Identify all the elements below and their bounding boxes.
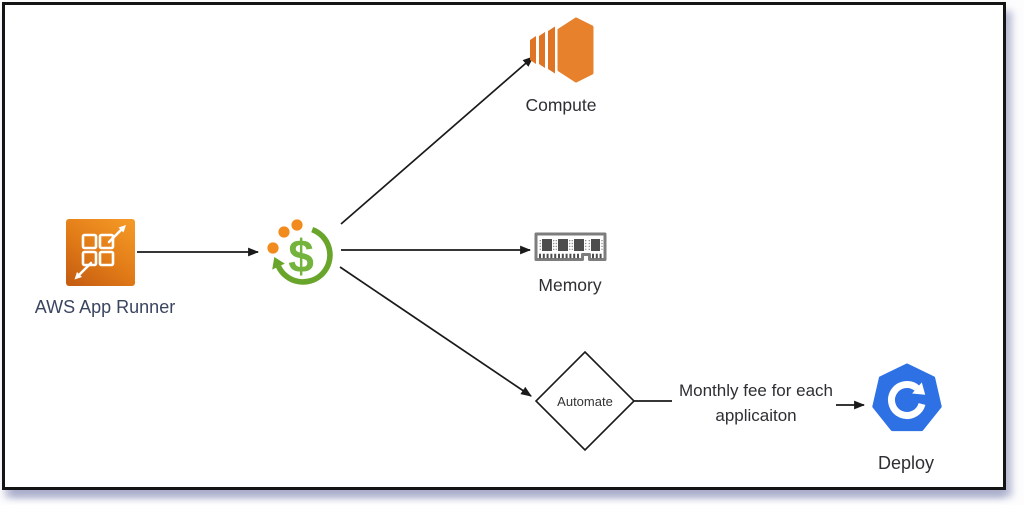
fee-note: Monthly fee for each applicaiton [678, 381, 834, 425]
compute-label: Compute [525, 95, 597, 115]
diagram-canvas [2, 2, 1006, 490]
app-runner-label: AWS App Runner [34, 297, 176, 317]
dollar-glyph: $ [288, 230, 314, 282]
deploy-icon [872, 363, 942, 432]
memory-label: Memory [538, 275, 602, 295]
memory-icon [534, 232, 607, 261]
deploy-label: Deploy [877, 453, 935, 473]
compute-icon [530, 17, 594, 83]
cost-cycle-dollar-icon: $ [267, 219, 333, 285]
app-runner-icon [66, 219, 135, 286]
